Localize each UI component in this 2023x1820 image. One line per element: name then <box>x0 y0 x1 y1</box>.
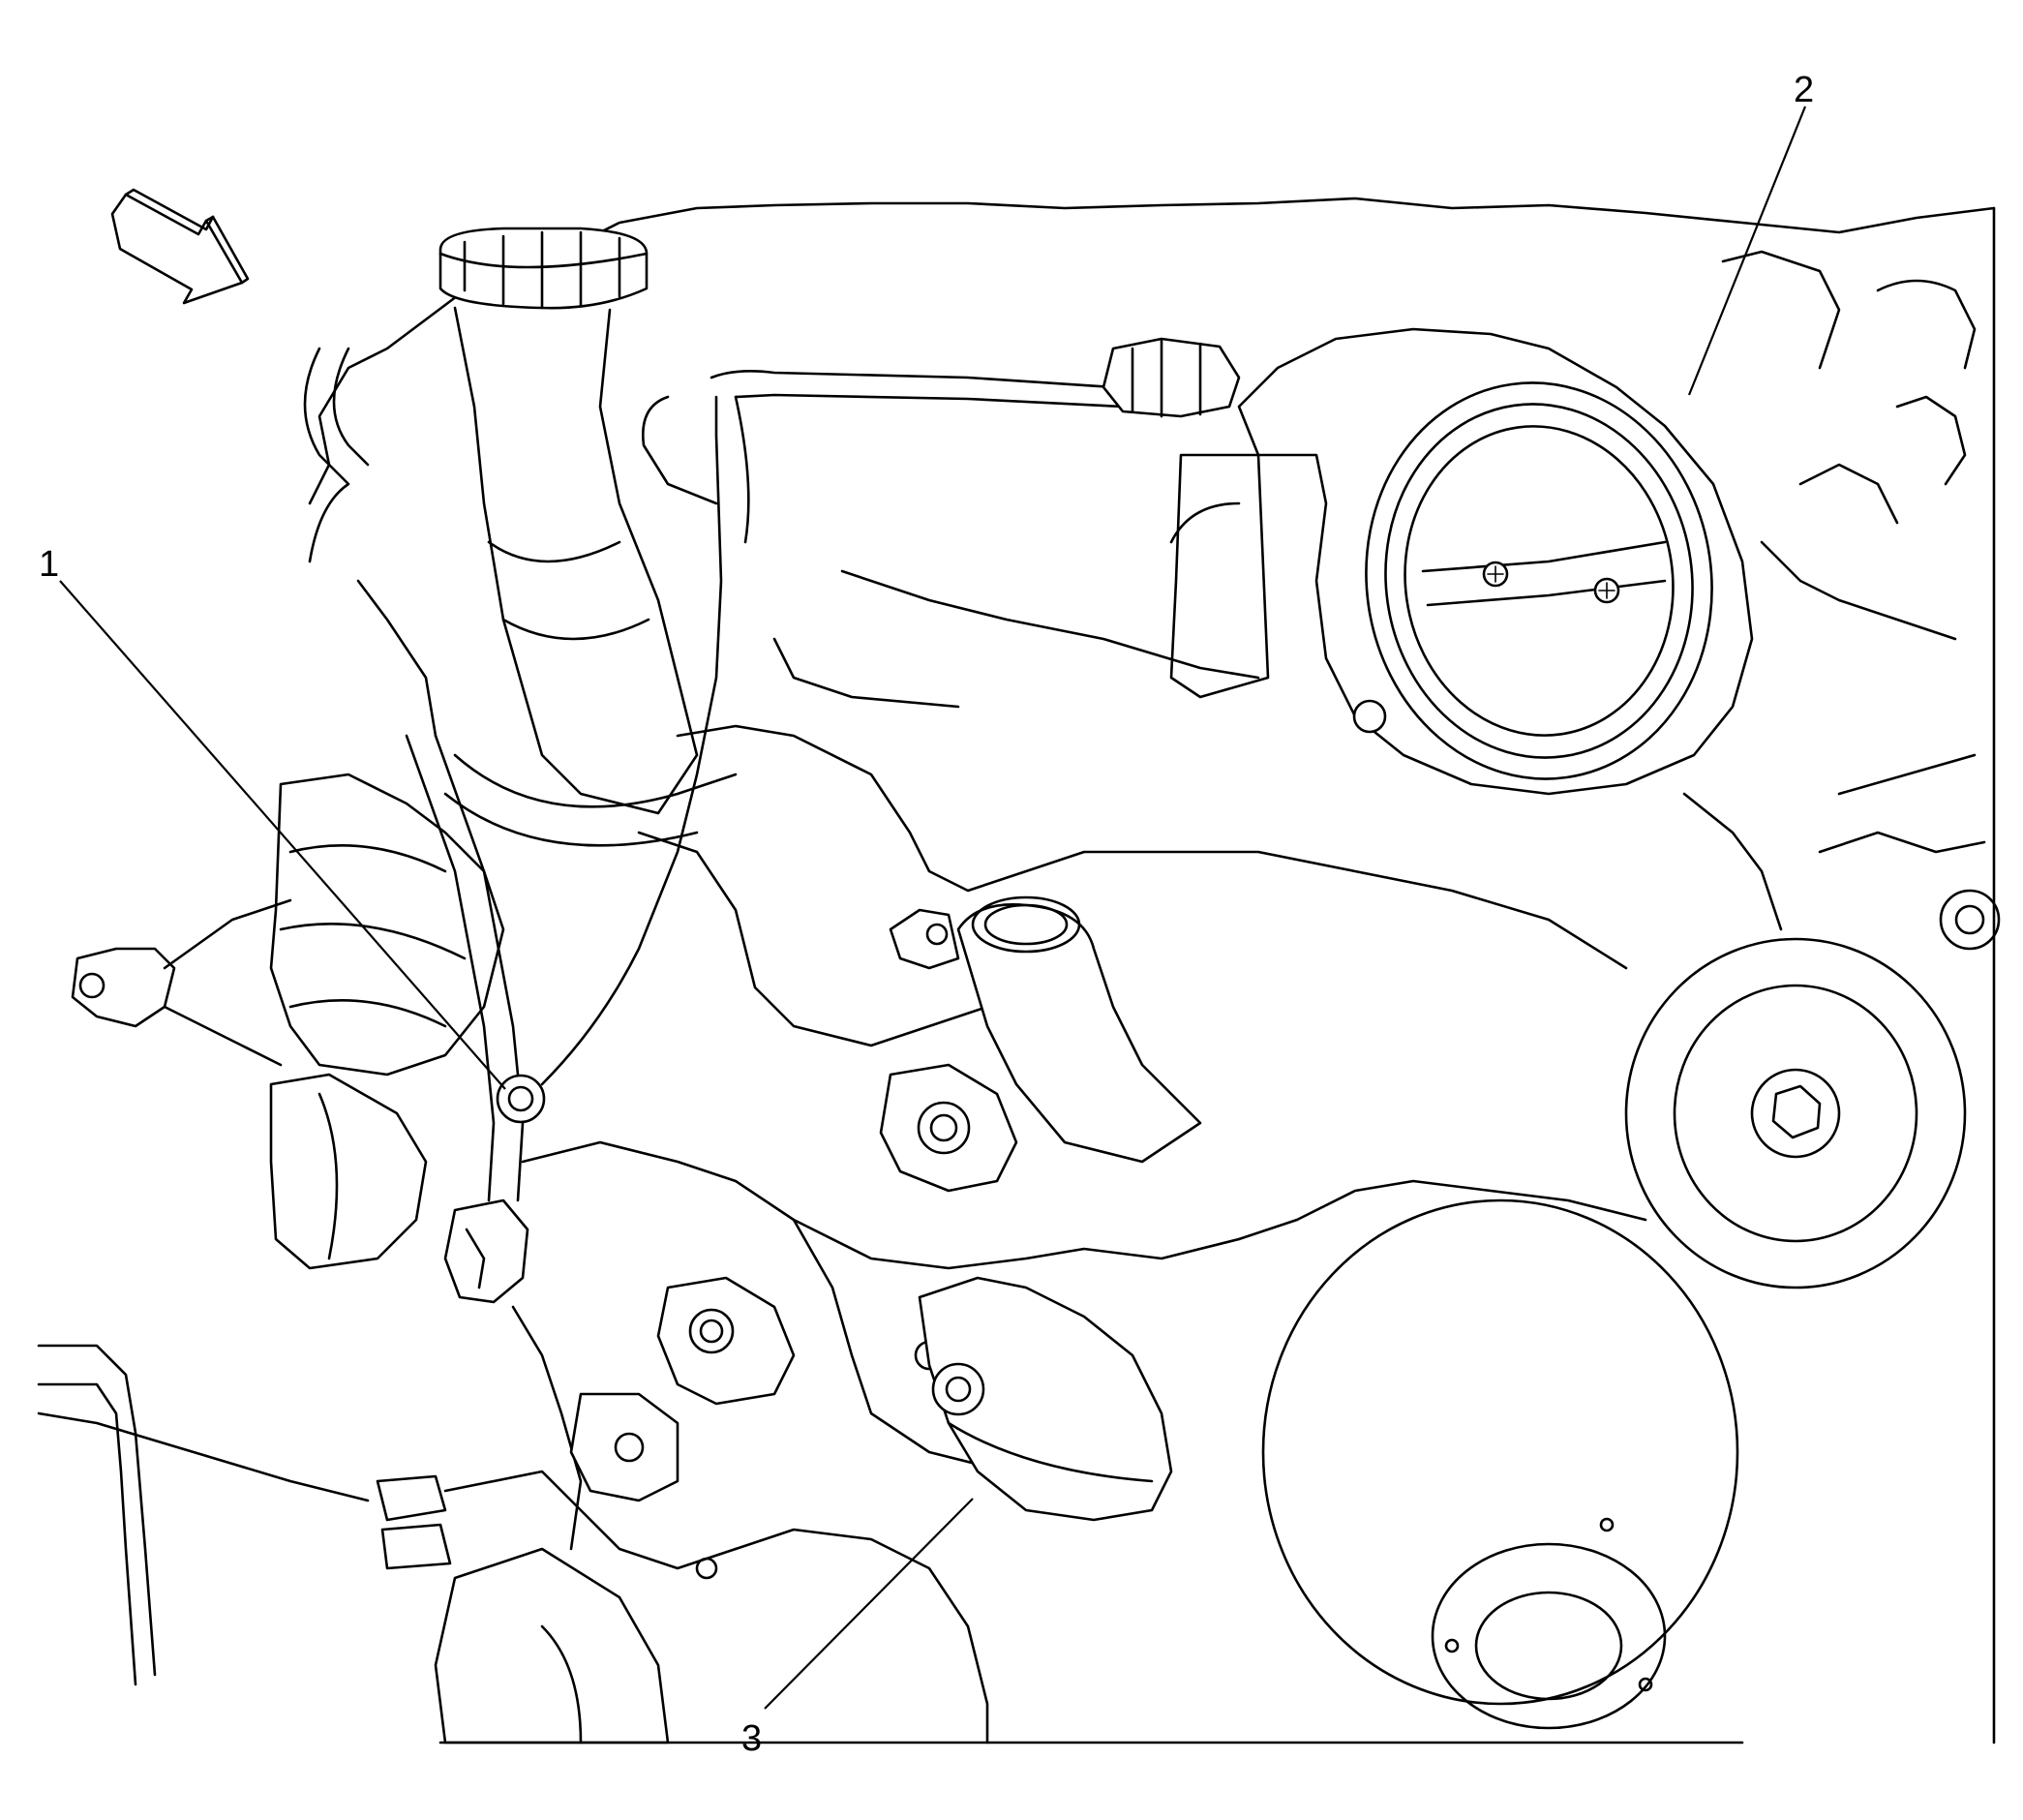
callout-2-leader <box>1687 106 1807 396</box>
callout-1-leader <box>59 580 506 1090</box>
callout-3: 3 <box>741 1718 762 1759</box>
front-of-vehicle-arrow-icon <box>110 188 250 305</box>
callout-1: 1 <box>39 544 59 585</box>
engine-block-drawing <box>37 197 2001 1744</box>
callout-3-leader <box>764 1498 974 1710</box>
callout-2: 2 <box>1794 70 1814 110</box>
